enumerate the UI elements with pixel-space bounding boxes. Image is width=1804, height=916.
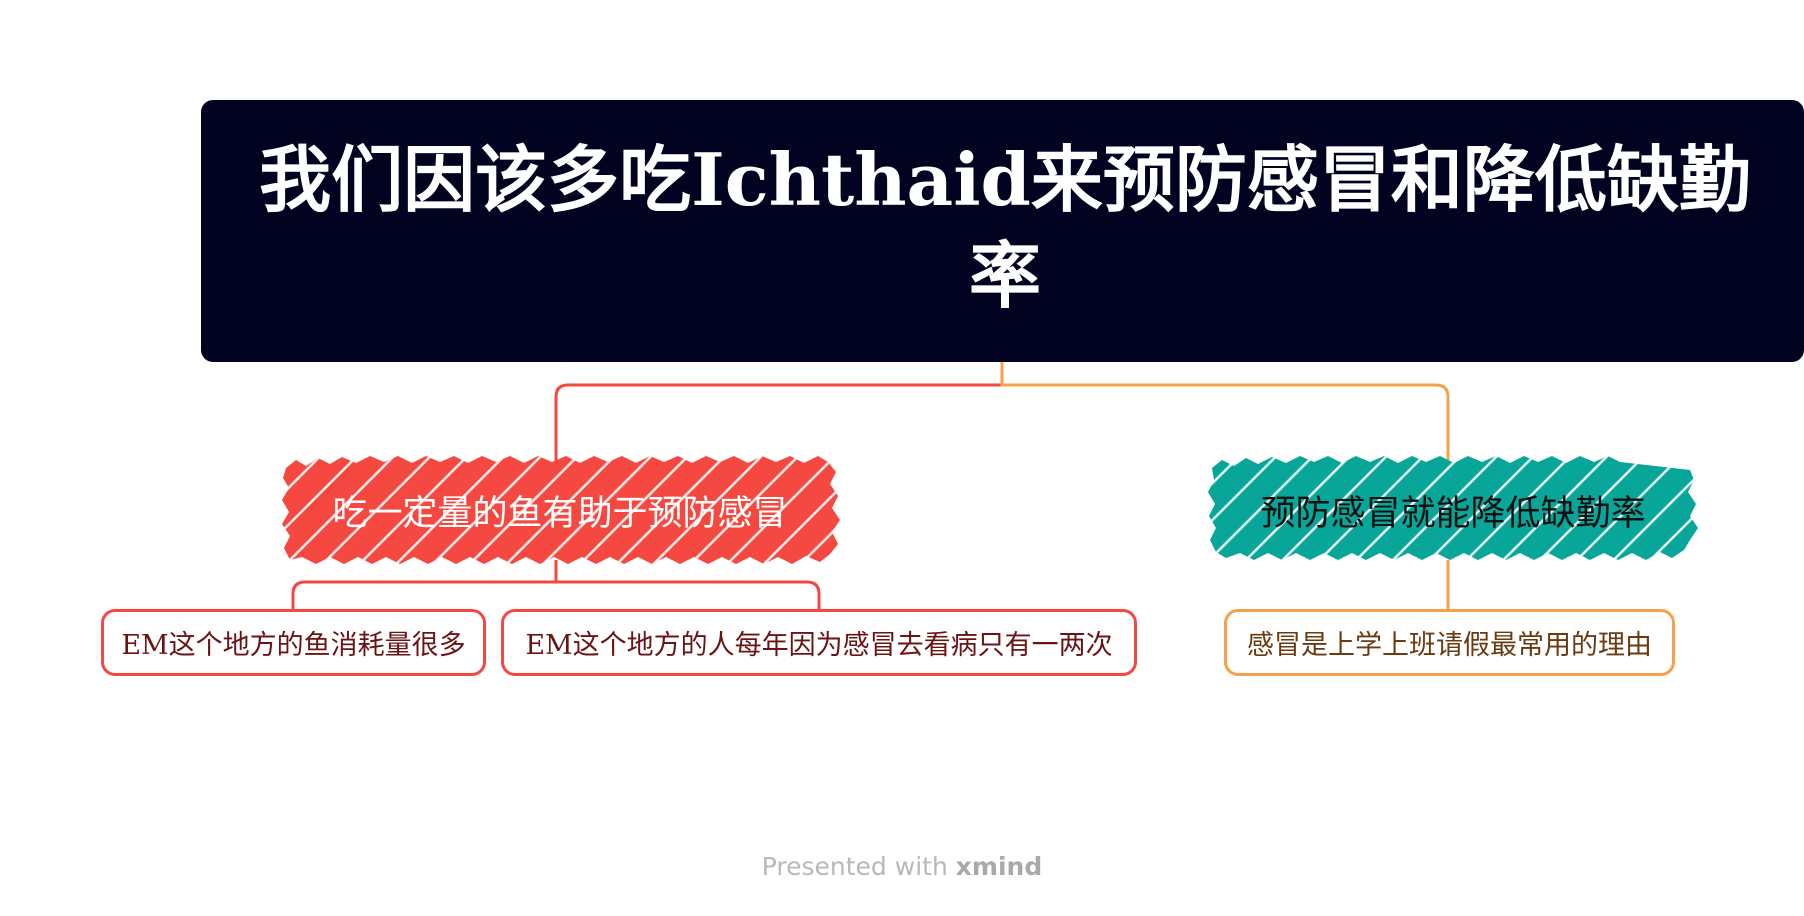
root-topic-box[interactable] <box>201 100 1804 362</box>
footer-prefix: Presented with <box>761 851 948 881</box>
leaf-topic-right-1-label: 感冒是上学上班请假最常用的理由 <box>1247 630 1652 661</box>
branch-topic-right[interactable]: 预防感冒就能降低缺勤率 <box>1210 460 1696 560</box>
root-topic-title: 我们因该多吃Ichthaid来预防感冒和降低缺勤率 <box>259 137 1751 318</box>
branch-topic-left-label: 吃一定量的鱼有助于预防感冒 <box>332 493 788 534</box>
branch-topic-right-label: 预防感冒就能降低缺勤率 <box>1260 493 1646 534</box>
connector-root-to-right-branch <box>1000 362 1450 462</box>
leaf-topic-left-2[interactable] <box>501 609 1137 676</box>
leaf-topic-right-1[interactable] <box>1224 609 1675 676</box>
left-branch-sketch-fill <box>282 456 840 564</box>
connector-root-to-left-branch <box>554 362 1004 462</box>
leaf-topic-left-1[interactable] <box>101 609 486 676</box>
leaf-topic-left-2-label: EM这个地方的人每年因为感冒去看病只有一两次 <box>525 630 1113 661</box>
connector-left-branch-to-leaf-1 <box>291 560 558 610</box>
xmind-logo-text: xmind <box>955 851 1043 881</box>
leaf-topic-left-1-label: EM这个地方的鱼消耗量很多 <box>121 630 466 661</box>
branch-topic-left[interactable]: 吃一定量的鱼有助于预防感冒 <box>284 460 836 560</box>
connector-left-branch-to-leaf-2 <box>554 560 821 610</box>
presented-with-footer: Presented with xmind <box>0 846 1804 886</box>
right-branch-sketch-fill <box>1208 456 1698 560</box>
